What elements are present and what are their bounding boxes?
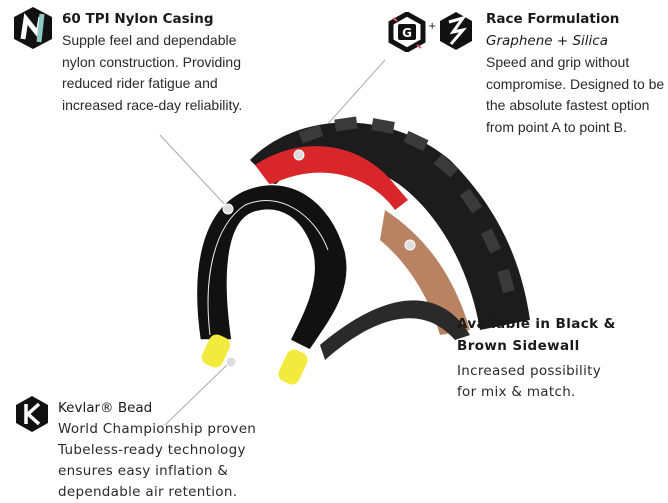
svg-text:G: G — [402, 26, 412, 40]
bead-right — [278, 349, 308, 385]
bead-line: Tubeless-ready technology — [58, 442, 246, 458]
race-compound-layer — [255, 146, 408, 210]
compound-title: Race Formulation — [486, 11, 620, 27]
nylon-casing-icon — [12, 6, 54, 54]
compound-line: compromise. Designed to be — [486, 75, 665, 92]
bead-line: dependable air retention. — [58, 484, 238, 500]
sidewall-title: Brown Sidewall — [457, 338, 580, 354]
plus-sign: + — [428, 21, 437, 32]
casing-title: 60 TPI Nylon Casing — [62, 11, 214, 27]
bead-line: ensures easy inflation & — [58, 463, 229, 479]
tire-tread — [250, 122, 530, 330]
casing-line: increased race-day reliability. — [62, 96, 243, 113]
sidewall-feature: Available in Black & Brown Sidewall Incr… — [457, 313, 616, 403]
bead-line: World Championship proven — [58, 421, 257, 437]
kevlar-bead-icon — [15, 395, 49, 437]
compound-subtitle: Graphene + Silica — [486, 33, 608, 49]
graphene-icon: G — [388, 11, 426, 56]
casing-feature: 60 TPI Nylon Casing Supple feel and depe… — [62, 8, 242, 116]
compound-feature: Race Formulation Graphene + Silica Speed… — [486, 8, 664, 138]
sidewall-title: Available in Black & — [457, 316, 616, 332]
leader-line-bead — [164, 361, 231, 426]
sidewall-line: Increased possibility — [457, 363, 602, 379]
tire-casing — [195, 183, 348, 351]
casing-line: Supple feel and dependable — [62, 32, 237, 48]
bead-left — [201, 334, 231, 368]
bead-feature: Kevlar® Bead World Championship proven T… — [58, 397, 256, 503]
tread-knobs — [298, 116, 515, 294]
sidewall-line: for mix & match. — [457, 384, 576, 400]
silica-icon — [437, 10, 475, 56]
casing-line: nylon construction. Providing — [62, 53, 241, 70]
casing-line: reduced rider fatigue and — [62, 75, 218, 91]
compound-line: Speed and grip without — [486, 54, 630, 70]
bead-title: Kevlar® Bead — [58, 400, 153, 416]
compound-line: the absolute fastest option — [486, 97, 650, 113]
brown-sidewall — [380, 210, 470, 335]
compound-line: from point A to point B. — [486, 118, 627, 135]
leader-line-casing — [159, 134, 229, 209]
